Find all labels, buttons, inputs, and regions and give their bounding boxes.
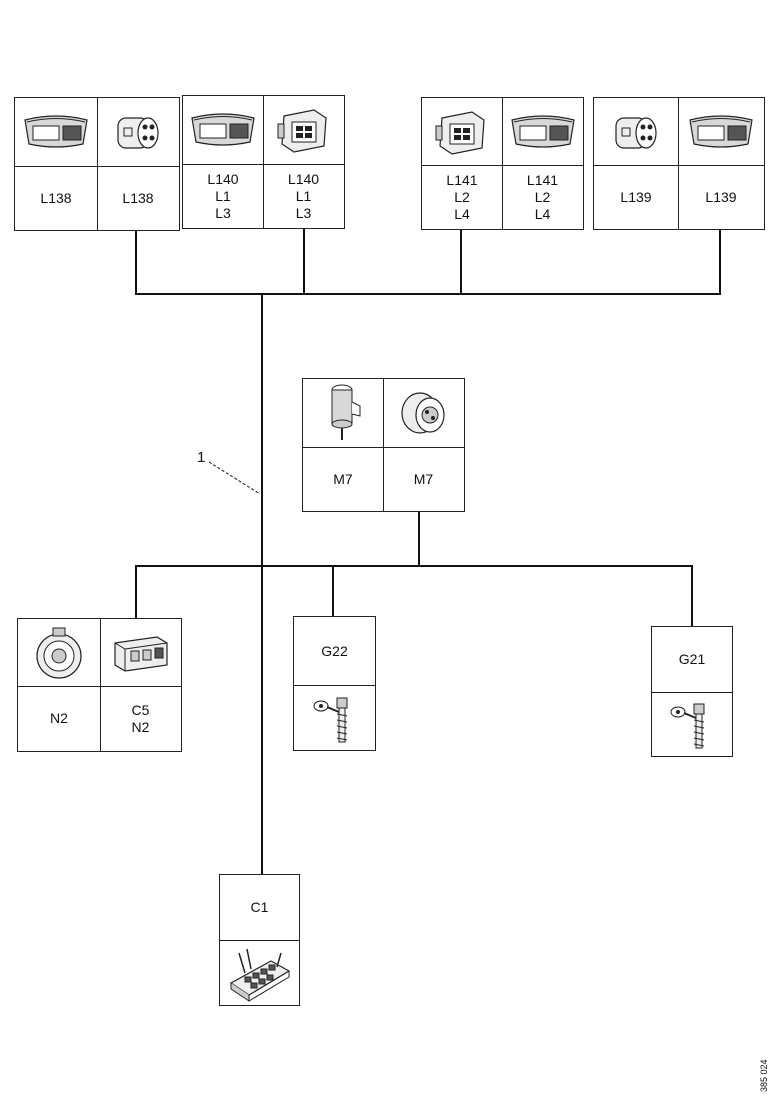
component-g21[interactable]: G21	[651, 626, 733, 757]
label-line: C1	[250, 899, 269, 915]
connector-socket-icon	[432, 104, 492, 165]
component-label: G21	[652, 651, 732, 668]
component-m7[interactable]: M7 M7	[302, 378, 465, 512]
component-c1[interactable]: C1	[219, 874, 300, 1006]
component-label: L138	[15, 190, 97, 207]
document-number: 385 024	[759, 1059, 769, 1092]
label-line: M7	[333, 470, 353, 487]
component-label: M7	[303, 471, 383, 488]
label-line: L139	[705, 188, 737, 205]
ground-point-icon	[305, 690, 365, 751]
component-label: M7	[383, 471, 464, 488]
component-label: L138	[97, 190, 179, 207]
component-label: C1	[220, 899, 299, 916]
label-line: L3	[215, 204, 231, 221]
label-line: L1	[215, 187, 231, 204]
label-line: L4	[534, 205, 551, 222]
label-line: G22	[321, 642, 348, 659]
component-l139[interactable]: L139 L139	[593, 97, 765, 230]
connector-plug-icon	[608, 106, 664, 163]
callout-leader	[208, 461, 261, 495]
label-line: L1	[295, 187, 312, 204]
label-line: L139	[620, 188, 652, 205]
component-label: L139	[678, 189, 764, 206]
callout-number: 1	[197, 449, 206, 466]
block-connector-icon	[109, 629, 173, 682]
component-label: G22	[294, 643, 375, 660]
label-line: L3	[295, 204, 312, 221]
label-line: L2	[534, 188, 551, 205]
horn-icon	[29, 624, 89, 687]
motor-icon	[318, 382, 368, 449]
label-line: L140	[287, 170, 320, 187]
round-connector-icon	[394, 385, 454, 446]
label-line: L4	[454, 205, 470, 222]
label-line: M7	[413, 470, 434, 487]
component-g22[interactable]: G22	[293, 616, 376, 751]
label-line: G21	[678, 651, 706, 667]
lamp-housing-icon	[686, 110, 756, 159]
terminal-block-icon	[225, 943, 295, 1008]
connector-plug-icon	[110, 106, 166, 163]
label-line: N2	[131, 718, 150, 735]
label-line: L141	[526, 171, 559, 188]
label-line: L138	[122, 189, 154, 206]
label-line: L138	[40, 189, 72, 206]
label-line: L140	[207, 170, 239, 187]
label-line: L2	[454, 188, 470, 205]
ground-point-icon	[662, 696, 722, 757]
lamp-housing-icon	[188, 108, 258, 157]
label-line: N2	[50, 710, 68, 726]
connector-socket-icon	[274, 102, 334, 163]
component-label: L139	[594, 189, 678, 206]
lamp-housing-icon	[508, 110, 578, 159]
lamp-housing-icon	[21, 110, 91, 159]
component-l138[interactable]: L138 L138	[14, 97, 180, 231]
label-line: L141	[446, 171, 478, 188]
label-line: C5	[131, 701, 150, 718]
component-label: N2	[18, 710, 100, 727]
